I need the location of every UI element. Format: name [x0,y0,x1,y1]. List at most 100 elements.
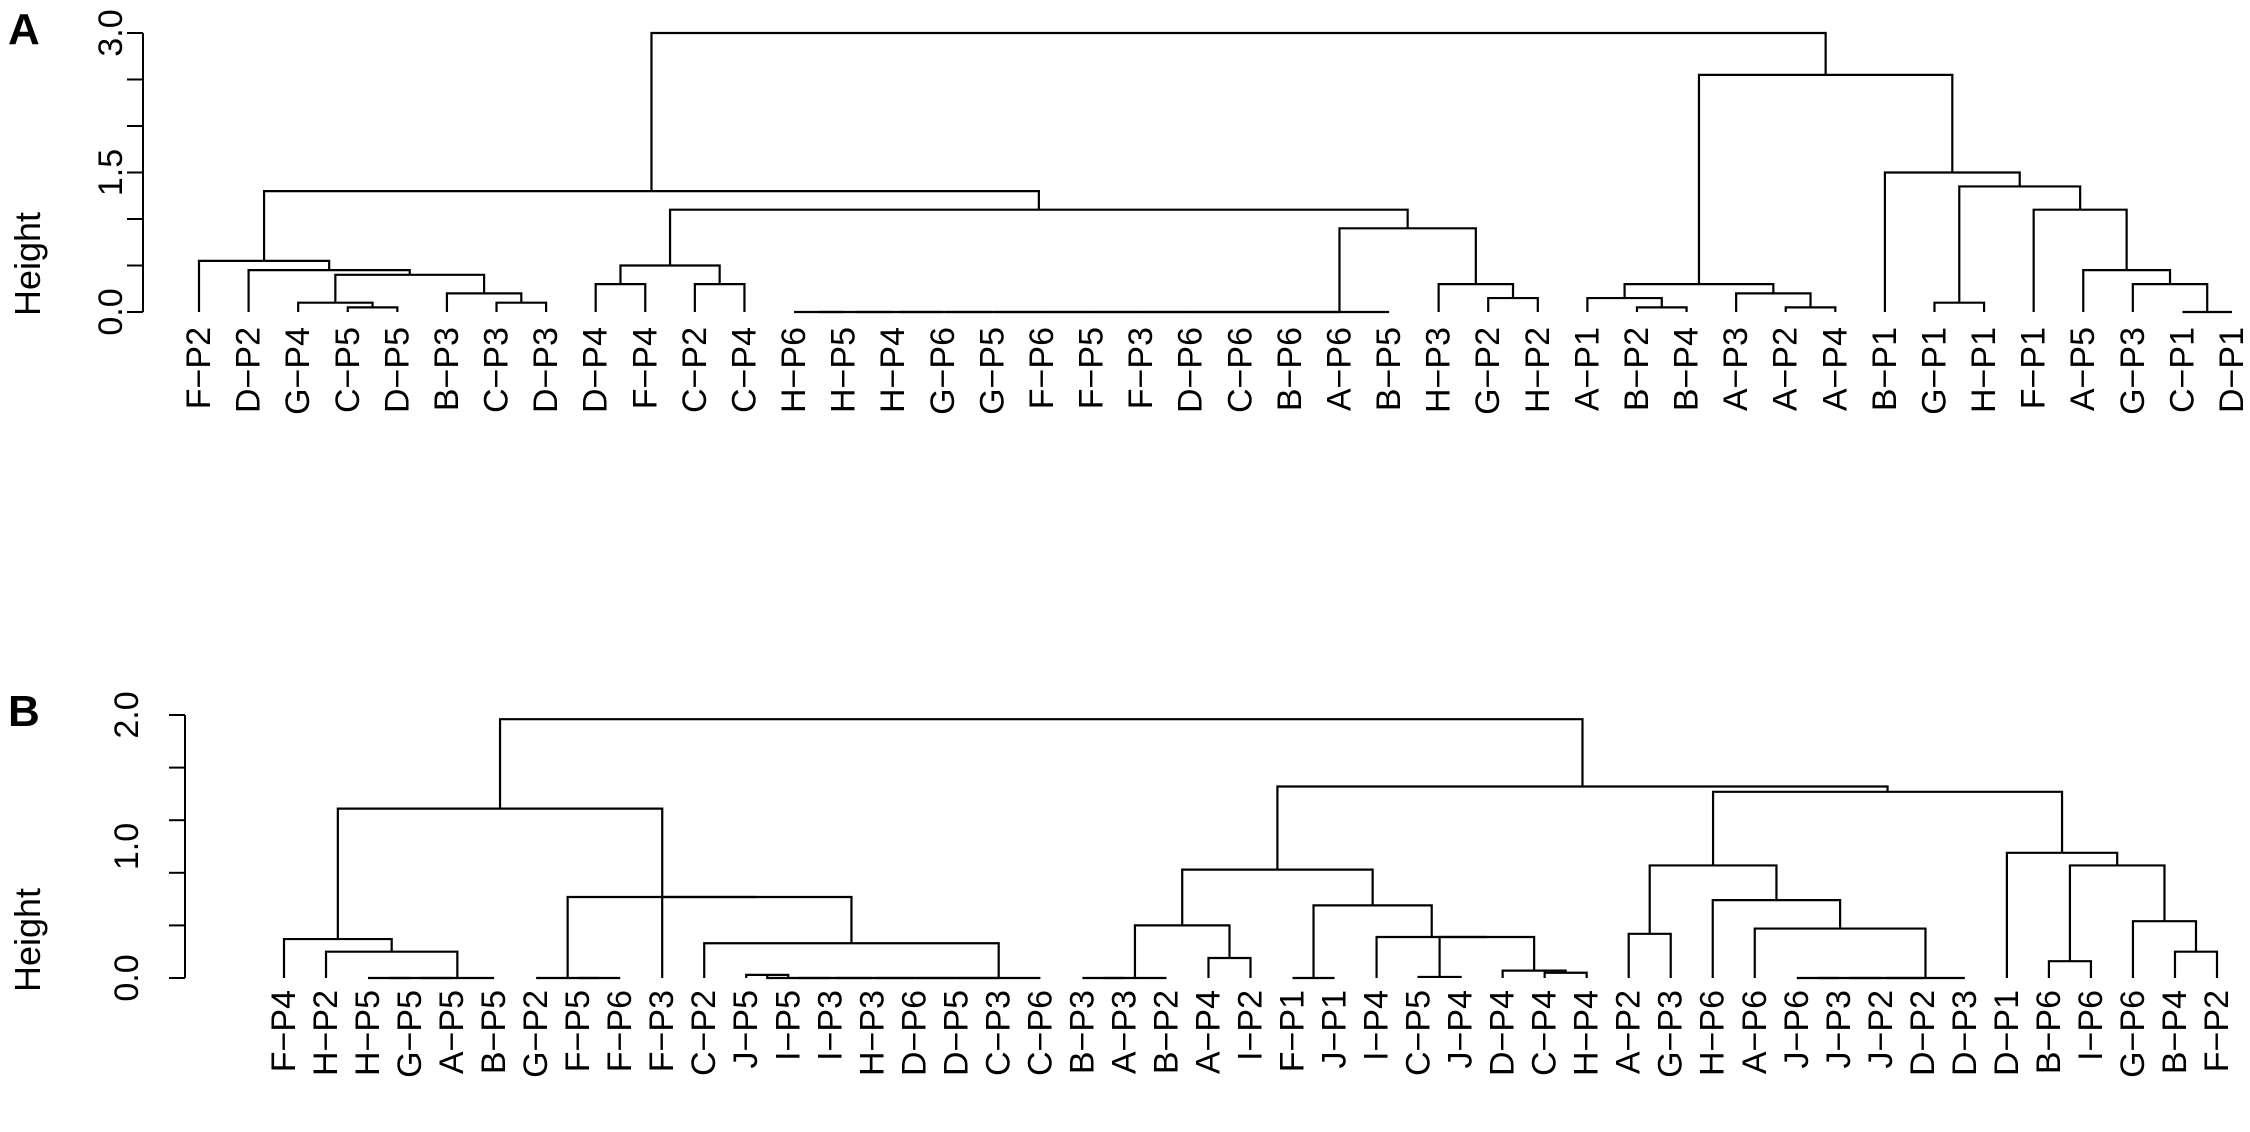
leaf-label: D−P4 [1484,990,1522,1076]
merge-branch [619,264,721,285]
leaf-label: A−P6 [1320,327,1358,411]
merge-branch [693,283,746,312]
leaf-label: C−P1 [2163,327,2201,413]
leaf-label: C−P3 [979,990,1017,1076]
leaf-label: G−P1 [1915,327,1953,415]
merge-branch [346,306,399,312]
panel-b-branches [282,718,2219,980]
merge-branch [334,273,486,303]
leaf-label: D−P3 [527,327,565,413]
leaf-label: H−P3 [1420,327,1458,413]
merge-branch [2131,920,2198,978]
leaf-label: H−P4 [1568,990,1606,1076]
leaf-label: G−P3 [1652,990,1690,1078]
merge-branch [1417,975,1462,979]
leaf-label: F−P1 [1274,990,1312,1072]
merge-branch [1312,904,1433,978]
merge-branch [1958,185,2082,303]
leaf-label: G−P3 [2114,327,2152,415]
leaf-label: D−P6 [1172,327,1210,413]
leaf-label: C−P5 [329,327,367,413]
leaf-label: I−P2 [1232,990,1270,1061]
merge-branch [1784,306,1837,312]
a-y-tick-label: 1.5 [92,149,130,196]
merge-branch [1375,935,1487,978]
leaf-label: F−P4 [626,327,664,409]
leaf-label: H−P6 [775,327,813,413]
merge-branch [1753,927,1927,978]
merge-branch [1181,868,1374,926]
leaf-label: B−P2 [1147,990,1185,1074]
leaf-label: C−P2 [676,327,714,413]
leaf-label: B−P4 [1668,327,1706,411]
leaf-label: D−P3 [1946,990,1984,1076]
panel-a-branches [197,31,2232,314]
leaf-label: A−P5 [2064,327,2102,411]
leaf-label: D−P2 [230,327,268,413]
leaf-label: F−P2 [180,327,218,409]
panel-a-y-axis: 0.01.53.0 [92,9,144,336]
leaf-label: H−P2 [307,990,345,1076]
leaf-label: D−P5 [378,327,416,413]
leaf-label: C−P4 [1526,990,1564,1076]
leaf-label: A−P3 [1717,327,1755,411]
leaf-label: I−P4 [1358,990,1396,1061]
merge-branch [495,301,548,312]
leaf-label: A−P4 [1189,990,1227,1074]
merge-branch [1697,73,1954,285]
panel-b-y-axis-label: Height [7,888,48,992]
leaf-label: H−P2 [1519,327,1557,413]
leaf-label: B−P4 [2156,990,2194,1074]
leaf-label: I−P3 [811,990,849,1061]
merge-branch [2047,960,2093,978]
leaf-label: G−P4 [279,327,317,415]
leaf-label: D−P6 [895,990,933,1076]
leaf-label: H−P6 [1694,990,1732,1076]
merge-branch [2005,851,2119,978]
leaf-label: B−P1 [1866,327,1904,411]
merge-branch [336,807,664,940]
merge-branch [247,269,411,312]
leaf-label: J−P2 [1862,990,1900,1068]
merge-branch [1735,292,1812,312]
merge-branch [1586,296,1663,312]
leaf-label: D−P1 [1988,990,2026,1076]
leaf-label: J−P5 [727,990,765,1068]
merge-branch [703,942,1000,978]
merge-branch [650,31,1827,192]
b-y-tick-label: 2.0 [108,691,146,738]
merge-branch [1133,924,1231,978]
leaf-label: B−P5 [475,990,513,1074]
leaf-label: F−P6 [1023,327,1061,409]
leaf-label: A−P6 [1736,990,1774,1074]
panel-a-y-axis-label: Height [7,212,48,316]
leaf-label: D−P5 [937,990,975,1076]
merge-branch [1711,790,2064,866]
leaf-label: D−P1 [2213,327,2250,413]
leaf-label: A−P3 [1105,990,1143,1074]
merge-branch [1438,935,1536,977]
leaf-label: C−P6 [1021,990,1059,1076]
leaf-label: J−P1 [1316,990,1354,1068]
leaf-label: B−P6 [2030,990,2068,1074]
merge-branch [1338,227,1477,312]
leaf-label: B−P3 [428,327,466,411]
leaf-label: H−P4 [874,327,912,413]
leaf-label: G−P6 [2114,990,2152,1078]
merge-branch [324,950,459,978]
leaf-label: B−P6 [1271,327,1309,411]
merge-branch [1623,283,1775,299]
leaf-label: G−P2 [517,990,555,1078]
leaf-label: C−P3 [478,327,516,413]
merge-branch [1207,956,1252,978]
merge-branch [1276,785,1889,870]
merge-branch [2173,950,2219,978]
leaf-label: C−P4 [725,327,763,413]
leaf-label: F−P3 [1122,327,1160,409]
leaf-label: G−P6 [924,327,962,415]
merge-branch [262,190,1040,261]
